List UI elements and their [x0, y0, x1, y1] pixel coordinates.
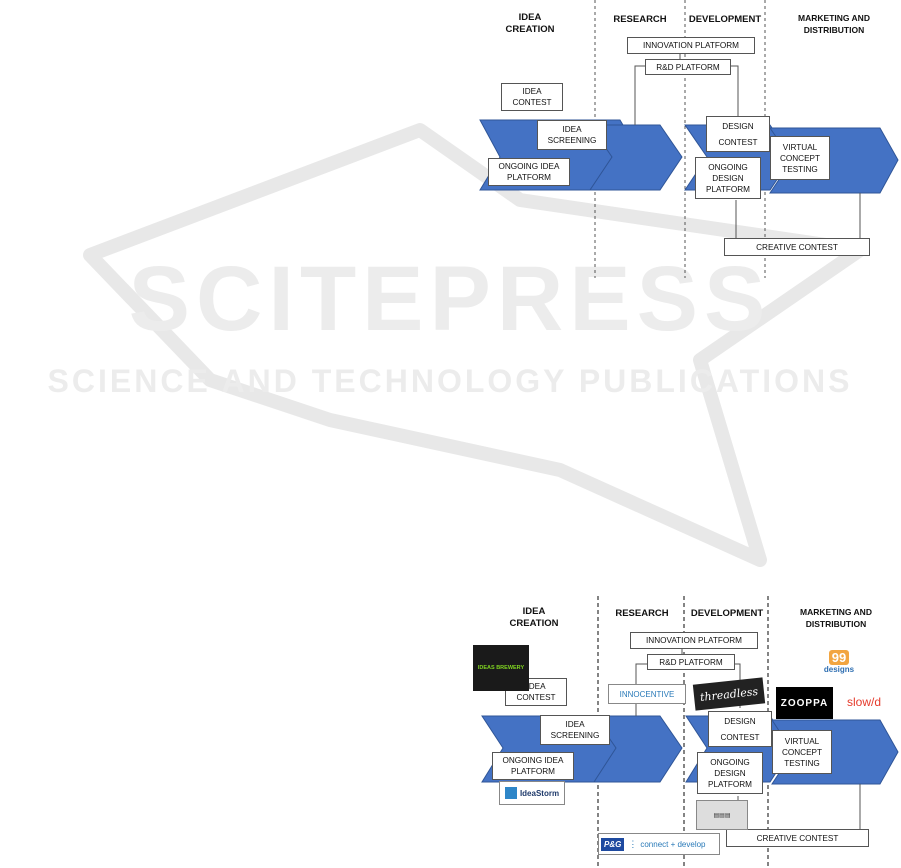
zooppa-logo: ZOOPPA [776, 687, 833, 719]
header-marketing-line1: MARKETING AND [800, 607, 872, 617]
idea-contest-line1: IDEA [522, 87, 542, 96]
ongoing-design-line1: ONGOING [708, 162, 748, 172]
header-idea-creation-line1: IDEA [522, 606, 546, 617]
innocentive-text: INNOCENTIVE [619, 689, 675, 699]
idea-contest-line1: IDEA [526, 682, 546, 691]
watermark-shape [83, 123, 867, 567]
ongoing-idea-line2: PLATFORM [511, 767, 555, 776]
threadless-collage-logo: ▤▤▤ [696, 800, 748, 830]
zooppa-text: ZOOPPA [780, 697, 829, 709]
idea-screening-line2: SCREENING [547, 136, 597, 145]
design-contest-line2: CONTEST [718, 137, 758, 147]
ongoing-design-line3: PLATFORM [708, 779, 752, 789]
header-idea-creation: IDEA CREATION [504, 606, 564, 630]
design-contest-line1: DESIGN [724, 716, 756, 726]
rd-platform-box: R&D PLATFORM [647, 654, 735, 670]
ideastorm-logo: IdeaStorm [499, 781, 565, 805]
idea-screening-line2: SCREENING [550, 731, 600, 740]
idea-screening-box: IDEA SCREENING [540, 715, 610, 745]
virtual-line1: VIRTUAL [782, 142, 818, 152]
collage-icon: ▤▤▤ [713, 812, 731, 819]
watermark-subtitle: SCIENCE AND TECHNOLOGY PUBLICATIONS [48, 363, 853, 399]
idea-screening-line1: IDEA [565, 720, 585, 729]
diagram-top: IDEA CREATION RESEARCH DEVELOPMENT MARKE… [470, 0, 901, 290]
ongoing-idea-line1: ONGOING IDEA [498, 162, 560, 171]
design-contest-box: DESIGN CONTEST [708, 711, 772, 747]
idea-contest-line2: CONTEST [516, 693, 556, 702]
header-development: DEVELOPMENT [690, 608, 764, 619]
creative-contest-box: CREATIVE CONTEST [724, 238, 870, 256]
connector-rd-right [728, 65, 739, 120]
design-contest-line2: CONTEST [720, 732, 760, 742]
idea-screening-box: IDEA SCREENING [537, 120, 607, 150]
ongoing-design-line3: PLATFORM [706, 184, 750, 194]
ongoing-idea-platform-box: ONGOING IDEA PLATFORM [488, 158, 570, 186]
ongoing-idea-line2: PLATFORM [507, 173, 551, 182]
innovation-platform-box: INNOVATION PLATFORM [627, 37, 755, 54]
header-idea-creation-line1: IDEA [518, 12, 542, 23]
header-marketing-line2: DISTRIBUTION [805, 619, 867, 629]
connect-icon: ⋮ [628, 838, 638, 849]
connect-develop-text: connect + develop [640, 839, 706, 849]
virtual-line3: TESTING [784, 758, 820, 768]
ongoing-idea-platform-box: ONGOING IDEA PLATFORM [492, 752, 574, 780]
design-contest-box: DESIGN CONTEST [706, 116, 770, 152]
ongoing-design-line2: DESIGN [712, 173, 744, 183]
watermark-title: SCITEPRESS [129, 248, 772, 350]
header-marketing: MARKETING AND DISTRIBUTION [784, 606, 888, 630]
ideastorm-icon [504, 787, 517, 799]
idea-contest-line2: CONTEST [512, 98, 552, 107]
innovation-platform-box: INNOVATION PLATFORM [630, 632, 758, 649]
diagram-bottom: IDEA CREATION RESEARCH DEVELOPMENT MARKE… [470, 596, 901, 868]
ongoing-design-line1: ONGOING [710, 757, 750, 767]
ongoing-idea-line1: ONGOING IDEA [502, 756, 564, 765]
pg-text: P&G [601, 837, 625, 851]
slowd-text: slow/d [847, 695, 882, 709]
virtual-concept-testing-box: VIRTUAL CONCEPT TESTING [772, 730, 832, 774]
virtual-line2: CONCEPT [779, 153, 821, 163]
virtual-line3: TESTING [782, 164, 818, 174]
header-research: RESEARCH [615, 608, 669, 619]
innocentive-logo: INNOCENTIVE [608, 684, 686, 704]
ongoing-design-line2: DESIGN [714, 768, 746, 778]
idea-contest-box: IDEA CONTEST [501, 83, 563, 111]
virtual-concept-testing-box: VIRTUAL CONCEPT TESTING [770, 136, 830, 180]
ninety-nine-number: 99 [828, 650, 850, 665]
rd-platform-box: R&D PLATFORM [645, 59, 731, 75]
header-research: RESEARCH [613, 14, 667, 25]
threadless-text: threadless [699, 684, 759, 704]
virtual-line1: VIRTUAL [784, 736, 820, 746]
idea-contest-box: IDEA CONTEST [505, 678, 567, 706]
header-idea-creation: IDEA CREATION [500, 12, 560, 36]
header-development: DEVELOPMENT [688, 14, 762, 25]
header-marketing-line1: MARKETING AND [798, 13, 870, 23]
ongoing-design-platform-box: ONGOING DESIGN PLATFORM [697, 752, 763, 794]
ninety-nine-designs-logo: 99 designs [818, 643, 860, 681]
chevron-research [589, 124, 683, 191]
header-idea-creation-line2: CREATION [509, 618, 559, 629]
design-contest-line1: DESIGN [722, 121, 754, 131]
slowd-logo: slow/d [847, 690, 901, 714]
creative-contest-box: CREATIVE CONTEST [726, 829, 869, 847]
idea-screening-line1: IDEA [562, 125, 582, 134]
ideas-brewery-logo: IDEAS BREWERY [473, 645, 529, 691]
ongoing-design-platform-box: ONGOING DESIGN PLATFORM [695, 157, 761, 199]
pg-connect-develop-logo: P&G ⋮ connect + develop [598, 833, 720, 855]
chevron-research [593, 715, 683, 783]
header-marketing-line2: DISTRIBUTION [803, 25, 865, 35]
ideas-brewery-text: IDEAS BREWERY [477, 665, 525, 671]
virtual-line2: CONCEPT [781, 747, 823, 757]
header-idea-creation-line2: CREATION [505, 24, 555, 35]
ninety-nine-text: designs [823, 665, 855, 674]
header-marketing: MARKETING AND DISTRIBUTION [782, 12, 886, 36]
ideastorm-text: IdeaStorm [519, 788, 560, 798]
